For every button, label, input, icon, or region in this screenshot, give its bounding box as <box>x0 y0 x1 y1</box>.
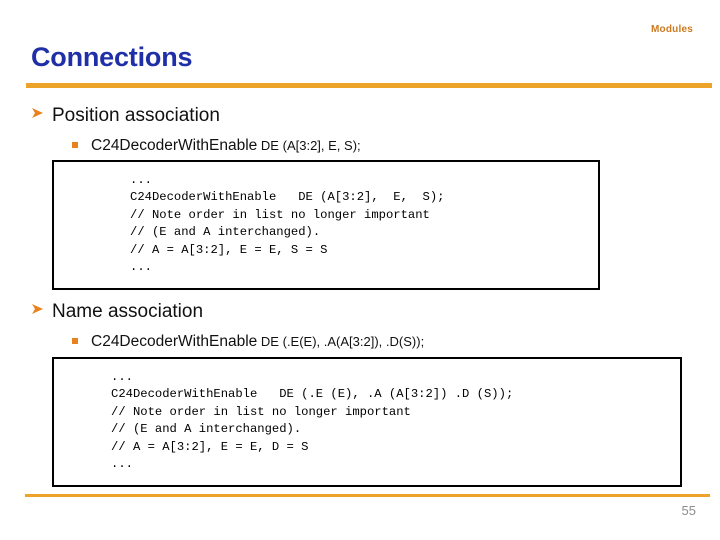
title-divider <box>26 83 712 88</box>
page-title: Connections <box>31 42 193 72</box>
subbullet-position-declaration: C24DecoderWithEnable DE (A[3:2], E, S); <box>72 136 361 156</box>
port-list-position: (A[3:2], E, S); <box>282 138 361 153</box>
bullet-name-association: Name association <box>30 300 203 324</box>
section-label: Modules <box>651 24 693 35</box>
code-text-position: ... C24DecoderWithEnable DE (A[3:2], E, … <box>130 173 445 275</box>
square-bullet-icon <box>72 136 91 156</box>
footer-divider <box>25 494 710 497</box>
square-bullet-icon <box>72 332 91 352</box>
port-list-name: (.E(E), .A(A[3:2]), .D(S)); <box>282 334 425 349</box>
code-box-name-association: ... C24DecoderWithEnable DE (.E (E), .A … <box>52 357 682 487</box>
instance-name-name: DE <box>260 334 279 349</box>
instance-name-position: DE <box>260 138 279 153</box>
bullet-name-association-label: Name association <box>52 301 204 322</box>
subbullet-name-declaration: C24DecoderWithEnable DE (.E(E), .A(A[3:2… <box>72 332 424 352</box>
bullet-position-association-label: Position association <box>52 105 220 126</box>
code-box-position-association: ... C24DecoderWithEnable DE (A[3:2], E, … <box>52 160 600 290</box>
chevron-arrow-icon <box>30 301 52 317</box>
module-name-name: C24DecoderWithEnable <box>91 333 258 350</box>
code-text-name: ... C24DecoderWithEnable DE (.E (E), .A … <box>111 370 514 472</box>
page-number: 55 <box>681 503 696 518</box>
module-name-position: C24DecoderWithEnable <box>91 137 258 154</box>
chevron-arrow-icon <box>30 105 52 121</box>
bullet-position-association: Position association <box>30 104 220 128</box>
